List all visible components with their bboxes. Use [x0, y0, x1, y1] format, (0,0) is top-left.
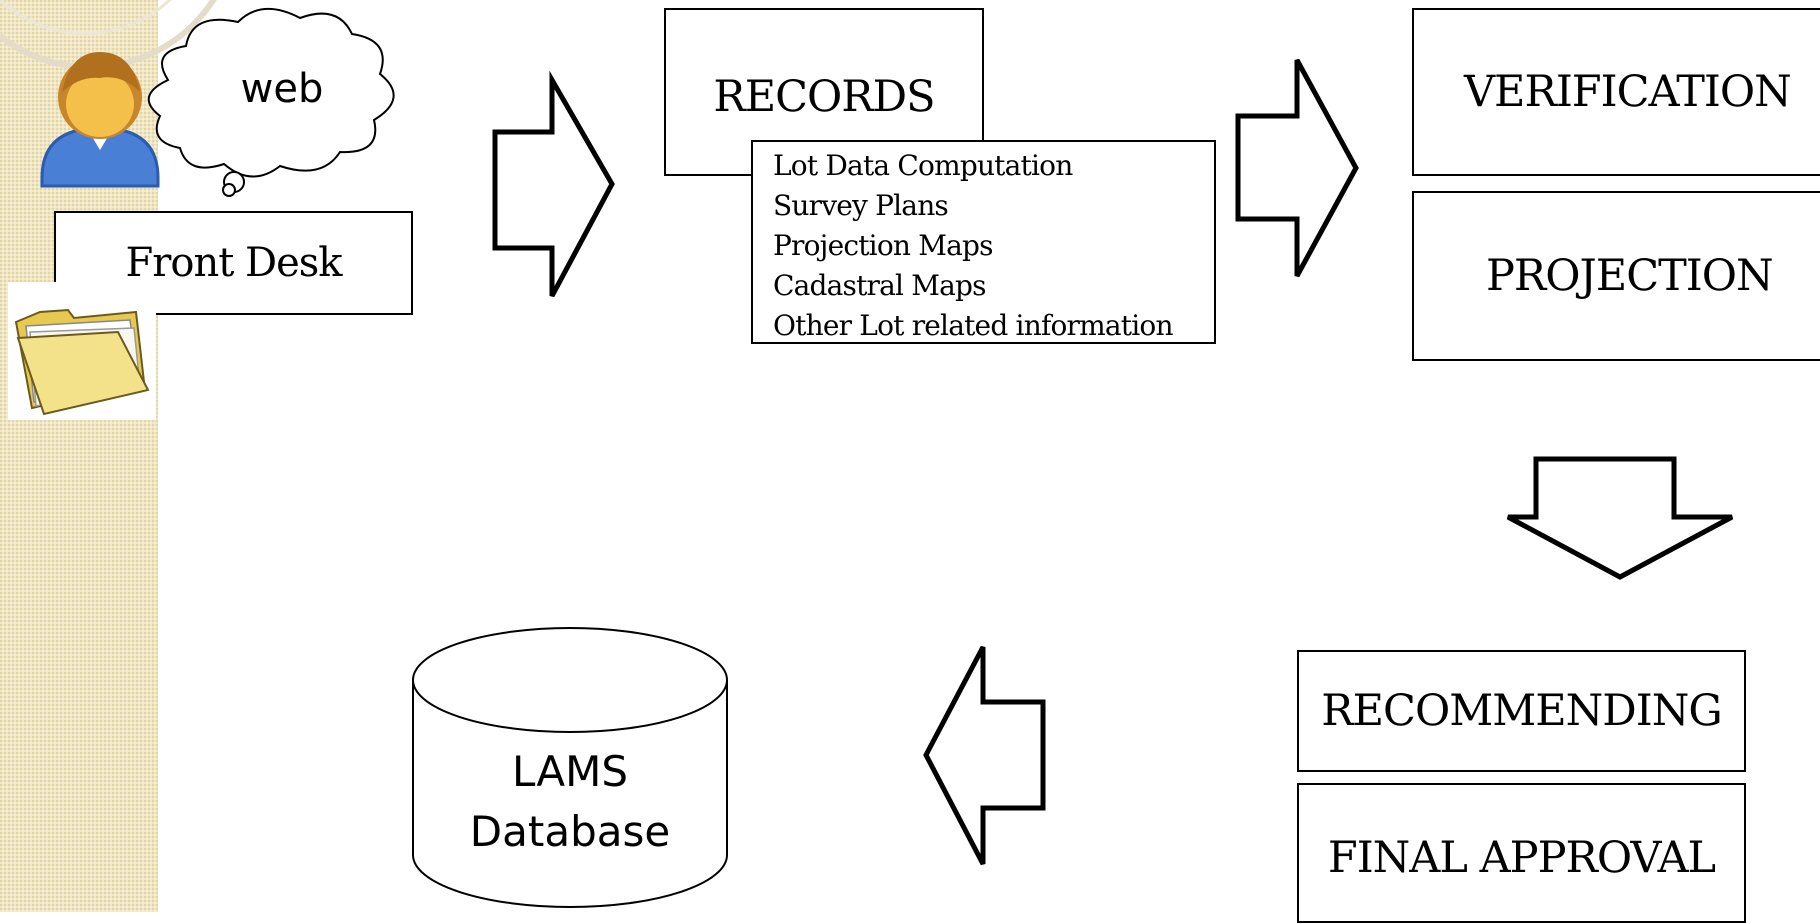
verification-label: VERIFICATION [1464, 67, 1792, 117]
user-icon [40, 52, 160, 188]
final-approval-box: FINAL APPROVAL [1297, 783, 1746, 923]
projection-label: PROJECTION [1486, 251, 1774, 301]
front-desk-label: Front Desk [125, 240, 342, 286]
list-item: Other Lot related information [773, 309, 1173, 342]
database-label-line1: LAMS [512, 747, 628, 796]
records-items-list: Lot Data Computation Survey Plans Projec… [773, 146, 1214, 346]
list-item: Survey Plans [773, 189, 949, 222]
folder-icon [8, 282, 156, 420]
front-desk-box: Front Desk [54, 211, 413, 315]
arrow-down-icon [1506, 456, 1734, 580]
arrow-left-icon [923, 645, 1046, 866]
arrow-right-icon [492, 70, 615, 298]
database-label-line2: Database [469, 807, 671, 856]
projection-box: PROJECTION [1412, 191, 1820, 361]
final-approval-label: FINAL APPROVAL [1327, 833, 1716, 883]
records-label: RECORDS [713, 72, 935, 122]
recommending-label: RECOMMENDING [1321, 686, 1722, 736]
thought-bubble-icon [147, 7, 395, 197]
arrow-right-icon [1235, 58, 1359, 278]
list-item: Cadastral Maps [773, 269, 987, 302]
list-item: Lot Data Computation [773, 149, 1073, 182]
recommending-box: RECOMMENDING [1297, 650, 1746, 772]
web-bubble-text: web [240, 66, 324, 112]
database-icon [412, 627, 728, 908]
records-items-box: Lot Data Computation Survey Plans Projec… [751, 140, 1216, 344]
verification-box: VERIFICATION [1412, 8, 1820, 176]
database-label: LAMS Database [413, 742, 727, 862]
list-item: Projection Maps [773, 229, 993, 262]
